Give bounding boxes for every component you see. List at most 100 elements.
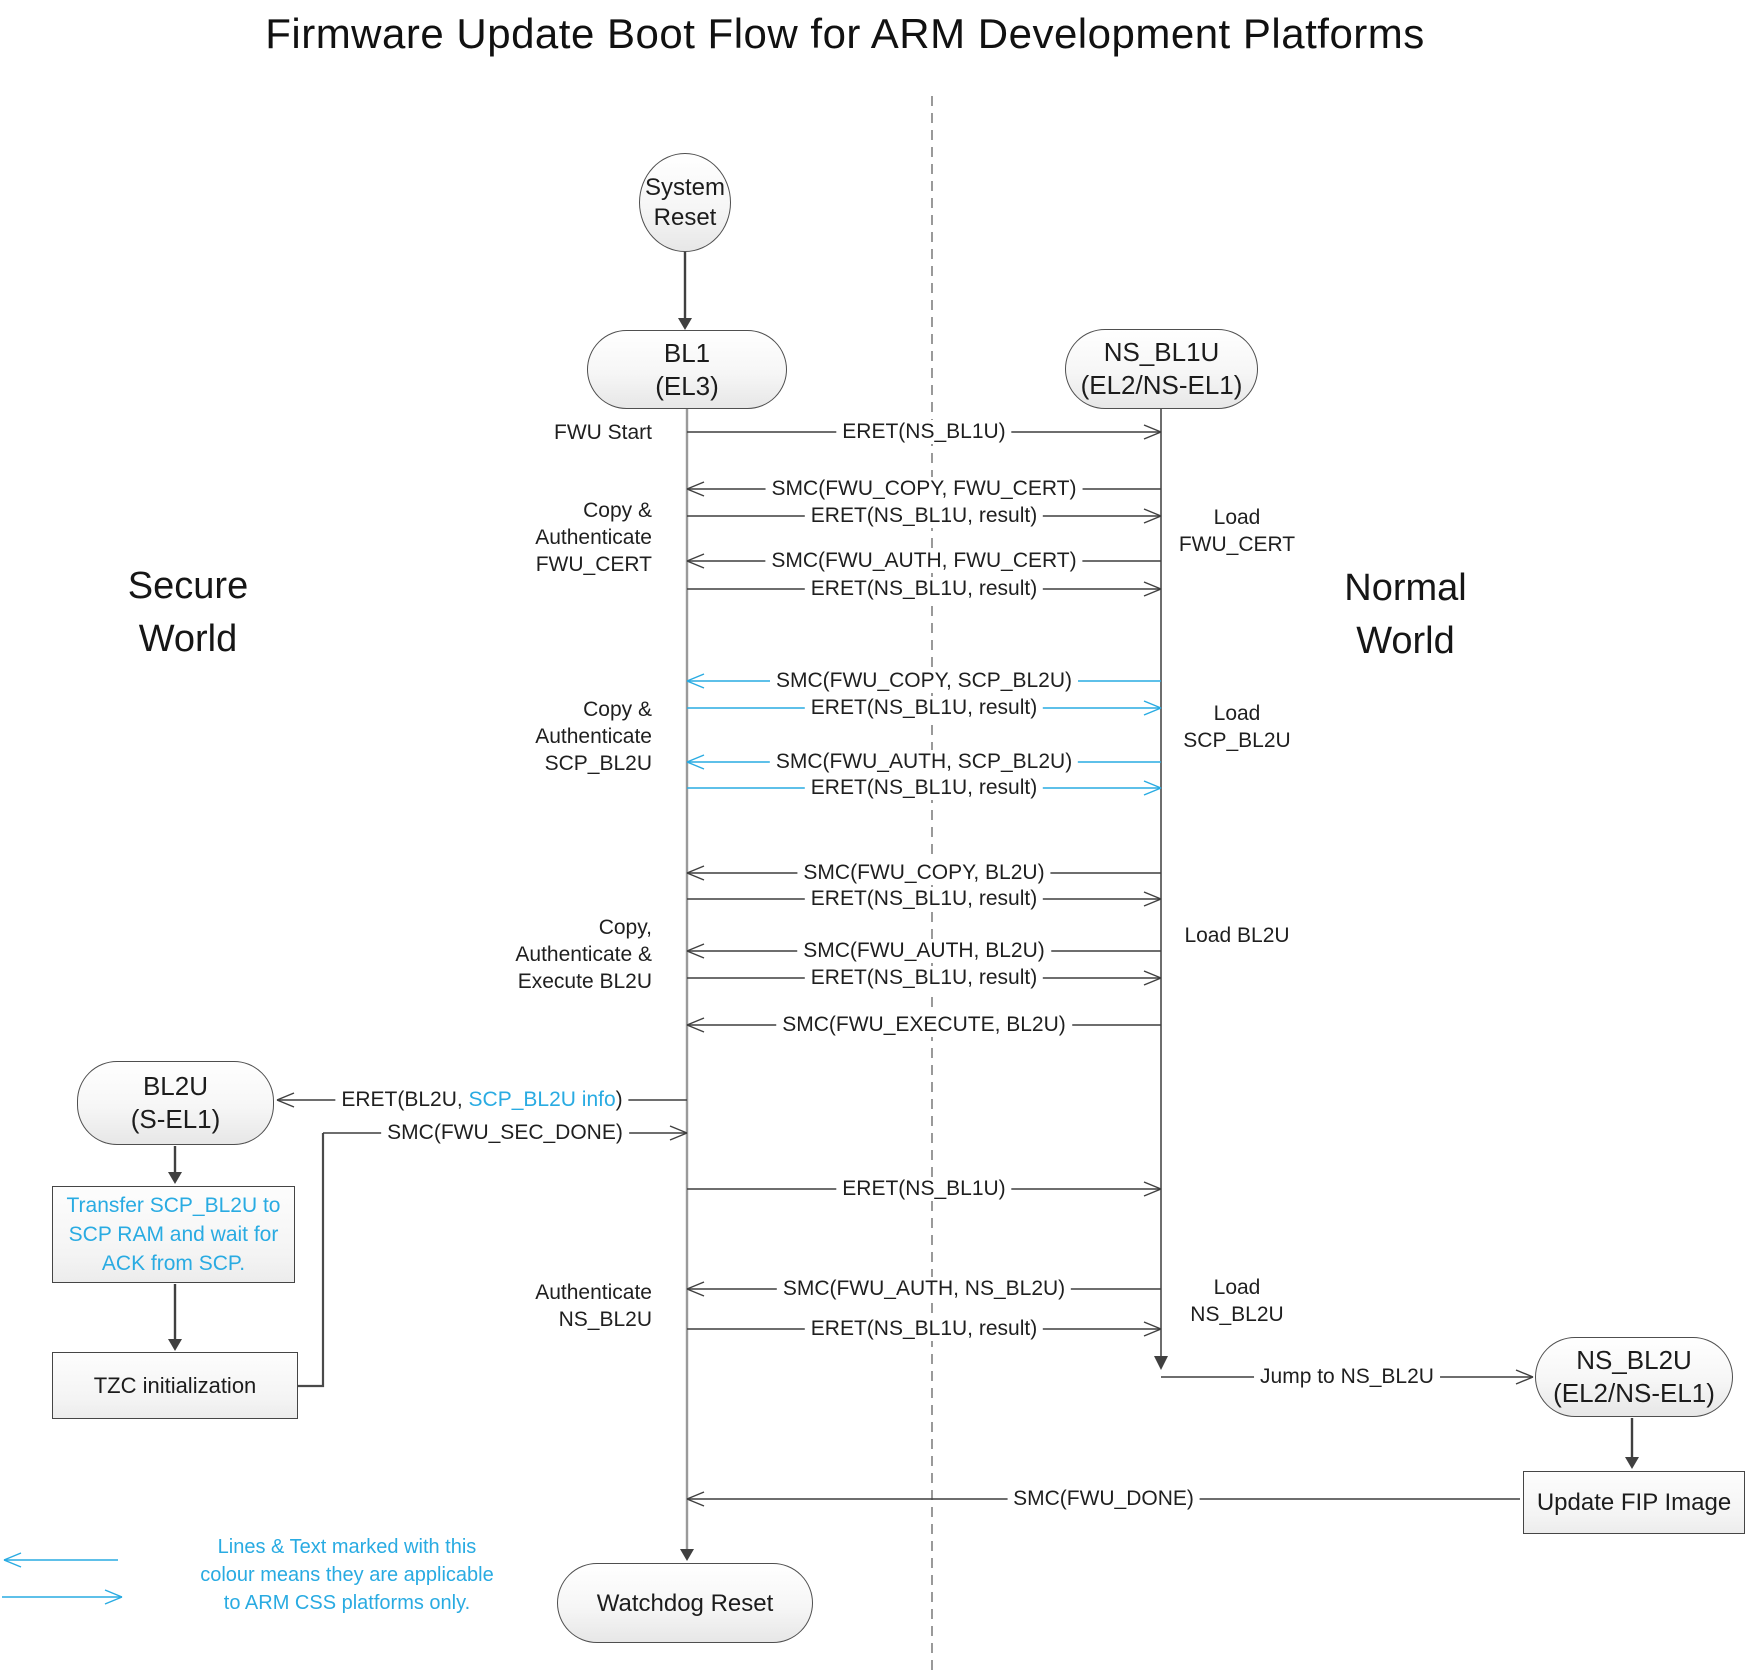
stage-label: Copy, Authenticate & Execute BL2U: [515, 915, 652, 993]
stage-label: Copy & Authenticate SCP_BL2U: [535, 697, 652, 775]
stage-label: Authenticate NS_BL2U: [535, 1281, 652, 1331]
message-label: SMC(FWU_SEC_DONE): [381, 1121, 629, 1145]
message-label: ERET(NS_BL1U, result): [804, 966, 1044, 990]
ns-bl1u-lifeline-arrowhead: [1154, 1356, 1168, 1370]
message-arrowhead: [1143, 515, 1162, 524]
message-arrowhead: [686, 1491, 705, 1500]
message-label: SMC(FWU_AUTH, BL2U): [797, 939, 1051, 963]
message-arrowhead: [686, 680, 705, 689]
bl1-node: BL1 (EL3): [587, 330, 787, 409]
message-arrowhead: [686, 754, 705, 763]
bl2u-node: BL2U (S-EL1): [77, 1061, 274, 1145]
message-label-part: ): [615, 1088, 623, 1111]
message-label: SMC(FWU_COPY, BL2U): [797, 861, 1051, 885]
message-arrowhead: [1143, 700, 1162, 709]
stage-label: Load BL2U: [1184, 923, 1290, 947]
transfer-scp-bl2u-box: Transfer SCP_BL2U to SCP RAM and wait fo…: [52, 1186, 295, 1283]
message-label: ERET(NS_BL1U): [836, 1177, 1012, 1201]
watchdog-reset-node: Watchdog Reset: [557, 1563, 813, 1643]
ns-bl2u-node: NS_BL2U (EL2/NS-EL1): [1535, 1337, 1733, 1417]
message-arrowhead: [686, 560, 705, 569]
message-label: ERET(BL2U, SCP_BL2U info): [335, 1088, 629, 1112]
message-arrowhead: [686, 865, 705, 874]
message-arrowhead: [1143, 787, 1162, 796]
message-arrowhead: [1143, 891, 1162, 900]
message-arrowhead: [1143, 588, 1162, 597]
ns-bl2u-to-update-fip-arrow-head: [1625, 1457, 1639, 1469]
stage-label: Load FWU_CERT: [1178, 506, 1296, 556]
message-arrowhead: [686, 488, 705, 497]
message-arrowhead: [1143, 1188, 1162, 1197]
update-fip-image-box: Update FIP Image: [1523, 1471, 1745, 1534]
message-arrowhead: [1515, 1376, 1534, 1385]
legend-text: Lines & Text marked with this colour mea…: [200, 1536, 494, 1614]
message-label-part: ERET(BL2U,: [341, 1088, 469, 1111]
tzc-initialization-box: TZC initialization: [52, 1352, 298, 1419]
message-arrowhead: [1143, 970, 1162, 979]
message-arrowhead: [686, 872, 705, 881]
message-label: ERET(NS_BL1U): [836, 420, 1012, 444]
message-arrowhead: [276, 1099, 295, 1108]
message-label: Jump to NS_BL2U: [1254, 1365, 1440, 1389]
message-label: SMC(FWU_AUTH, NS_BL2U): [776, 1277, 1072, 1301]
legend-sample-arrowhead: [3, 1552, 22, 1561]
message-arrowhead: [1143, 977, 1162, 986]
message-arrowhead: [1143, 1321, 1162, 1330]
stage-label: Copy & Authenticate FWU_CERT: [535, 498, 652, 576]
diagram-title: Firmware Update Boot Flow for ARM Develo…: [265, 10, 1425, 57]
message-arrowhead: [669, 1132, 688, 1141]
message-label: SMC(FWU_COPY, SCP_BL2U): [769, 669, 1079, 693]
legend-sample-arrowhead: [3, 1559, 22, 1568]
message-label: ERET(NS_BL1U, result): [804, 696, 1044, 720]
message-arrowhead: [1143, 1328, 1162, 1337]
message-arrowhead: [276, 1092, 295, 1101]
message-arrowhead: [1143, 898, 1162, 907]
message-arrowhead: [686, 1017, 705, 1026]
transfer-to-tzc-arrow-head: [168, 1339, 182, 1351]
legend-sample-arrowhead: [104, 1589, 123, 1598]
message-arrowhead: [1143, 707, 1162, 716]
message-arrowhead: [686, 481, 705, 490]
system-reset-node: System Reset: [639, 153, 731, 252]
stage-label: FWU Start: [554, 420, 652, 444]
message-arrowhead: [1143, 581, 1162, 590]
system-reset-to-bl1-arrow-head: [678, 318, 692, 330]
message-arrowhead: [686, 761, 705, 770]
message-arrowhead: [1143, 508, 1162, 517]
secure-world-label: Secure World: [127, 565, 249, 660]
message-label: SMC(FWU_AUTH, SCP_BL2U): [769, 750, 1079, 774]
legend-sample-arrowhead: [104, 1596, 123, 1605]
message-label: SMC(FWU_AUTH, FWU_CERT): [765, 549, 1083, 573]
message-arrowhead: [686, 553, 705, 562]
tzc-to-smc-sec-done-connector: [298, 1133, 325, 1388]
message-label: SMC(FWU_EXECUTE, BL2U): [776, 1013, 1072, 1037]
message-arrowhead: [686, 950, 705, 959]
message-arrowhead: [686, 943, 705, 952]
normal-world-label: Normal World: [1344, 567, 1467, 662]
message-label: ERET(NS_BL1U, result): [804, 504, 1044, 528]
message-label: SMC(FWU_COPY, FWU_CERT): [765, 477, 1083, 501]
message-label: ERET(NS_BL1U, result): [804, 577, 1044, 601]
message-arrowhead: [1143, 431, 1162, 440]
message-arrowhead: [686, 1288, 705, 1297]
bl1-lifeline-arrowhead: [680, 1549, 694, 1561]
message-label-part: SCP_BL2U info: [468, 1088, 616, 1111]
message-arrowhead: [1143, 780, 1162, 789]
bl2u-to-transfer-arrow-head: [168, 1172, 182, 1184]
message-arrowhead: [686, 1024, 705, 1033]
message-arrowhead: [1515, 1369, 1534, 1378]
message-label: SMC(FWU_DONE): [1007, 1487, 1200, 1511]
message-arrowhead: [669, 1125, 688, 1134]
message-label: ERET(NS_BL1U, result): [804, 776, 1044, 800]
message-arrowhead: [686, 1281, 705, 1290]
message-label: ERET(NS_BL1U, result): [804, 887, 1044, 911]
stage-label: Load SCP_BL2U: [1183, 702, 1291, 752]
message-label: ERET(NS_BL1U, result): [804, 1317, 1044, 1341]
message-arrowhead: [1143, 424, 1162, 433]
message-arrowhead: [1143, 1181, 1162, 1190]
ns-bl1u-node: NS_BL1U (EL2/NS-EL1): [1065, 329, 1258, 409]
message-arrowhead: [686, 673, 705, 682]
stage-label: Load NS_BL2U: [1190, 1276, 1284, 1326]
